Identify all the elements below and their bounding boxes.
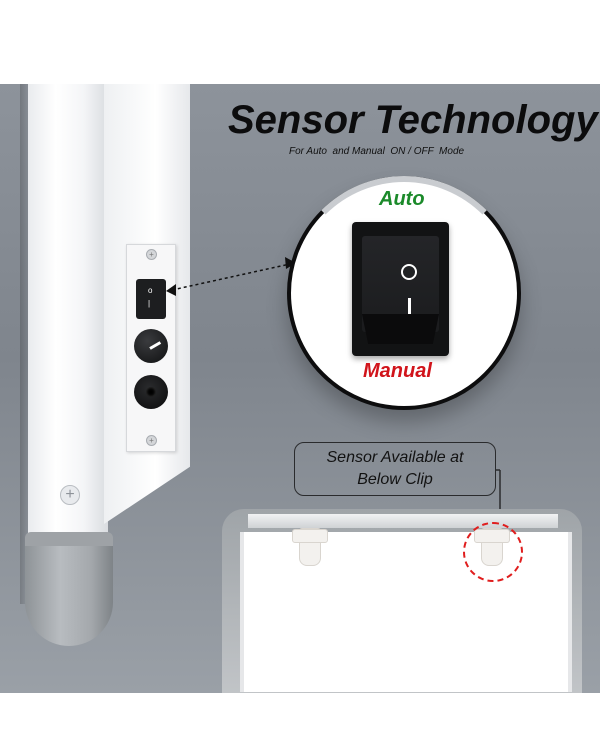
socket-hole [146,387,156,397]
label-auto: Auto [379,188,425,210]
floor [0,693,600,756]
page-title: Sensor Technology [228,98,598,142]
stand-foot [25,534,113,646]
clip-icon [292,528,328,566]
rocker-switch-icon[interactable]: o | [136,279,166,319]
control-plate: + o | + [126,244,176,452]
sensor-callout: Sensor Available at Below Clip [294,442,496,496]
screw-icon: + [146,249,157,260]
socket-icon [134,375,168,409]
stand-foot-cap [25,532,113,546]
clip-top [292,529,328,543]
rocker-lower [362,314,439,344]
sensor-highlight-ring [463,522,523,582]
stand-tube [28,84,108,554]
callout-text: Sensor Available at Below Clip [295,447,495,491]
product-panel: + + o | + Sensor Technology For Auto and… [0,84,600,693]
callout-line-1: Sensor Available at [326,449,464,466]
switch-zoom-arc [287,176,521,410]
page-subtitle: For Auto and Manual ON / OFF Mode [289,146,465,157]
tube-shadow [20,84,30,604]
label-manual: Manual [363,360,432,382]
on-symbol-icon [401,264,417,280]
screw-icon: + [60,485,80,505]
callout-line-2: Below Clip [357,471,433,488]
whiteboard-rail [248,514,558,528]
rocker-switch-icon[interactable] [352,222,449,356]
knob-icon[interactable] [134,329,168,363]
off-symbol-icon [408,298,411,314]
screw-icon: + [146,435,157,446]
